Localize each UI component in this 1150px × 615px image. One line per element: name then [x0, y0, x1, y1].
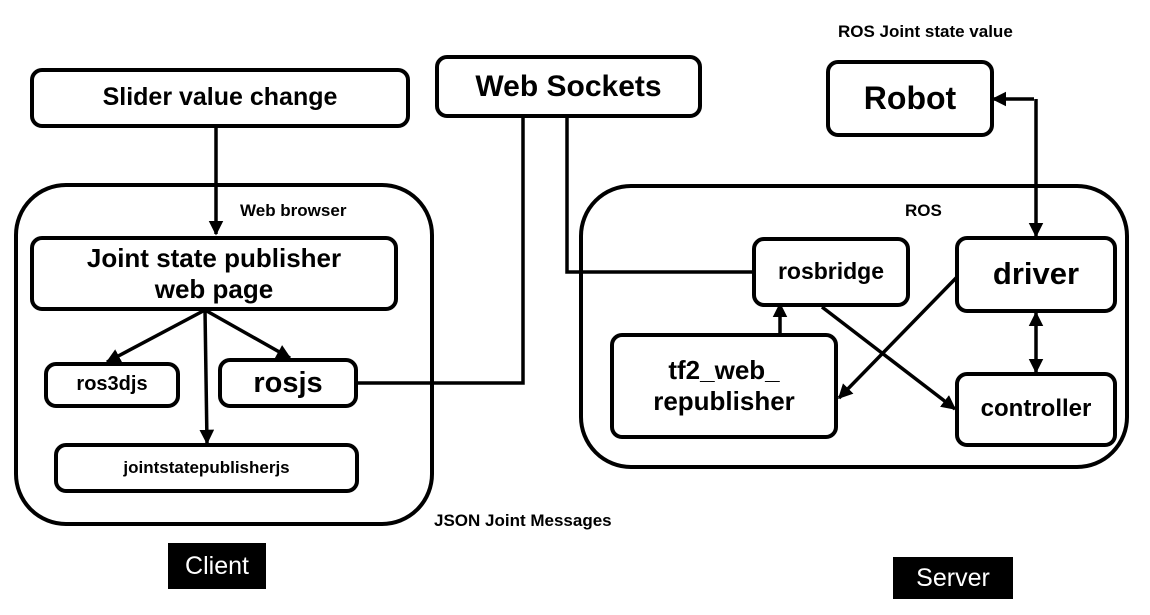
controller-box: controller — [955, 372, 1117, 447]
jointstatepublisherjs-box: jointstatepublisherjs — [54, 443, 359, 493]
ros-joint-state-value-label: ROS Joint state value — [838, 22, 1013, 41]
rosbridge-to-controller-arrow — [820, 305, 957, 411]
ros-label: ROS — [905, 201, 942, 220]
slider-value-change-box: Slider value change — [30, 68, 410, 128]
joint-state-publisher-web-page-box: Joint state publisher web page — [30, 236, 398, 311]
web-browser-region — [14, 183, 434, 526]
rosjs-to-websockets-line — [358, 117, 525, 385]
client-tag: Client — [168, 543, 266, 589]
ros3djs-box: ros3djs — [44, 362, 180, 408]
rosjs-box: rosjs — [218, 358, 358, 408]
ros-region — [579, 184, 1129, 469]
driver-to-tf2-arrow — [837, 275, 959, 400]
rosbridge-box: rosbridge — [752, 237, 910, 307]
driver-box: driver — [955, 236, 1117, 313]
web-browser-label: Web browser — [240, 201, 347, 220]
server-tag: Server — [893, 557, 1013, 599]
jsp-to-rosjs-arrow — [204, 308, 292, 360]
tf2-web-republisher-box: tf2_web_ republisher — [610, 333, 838, 439]
robot-box: Robot — [826, 60, 994, 137]
jsp-to-jointstatepublisherjs-arrow — [199, 309, 215, 445]
websockets-to-rosbridge-line — [565, 117, 753, 274]
web-sockets-box: Web Sockets — [435, 55, 702, 118]
jsp-to-ros3djs-arrow — [105, 308, 206, 364]
json-joint-messages-label: JSON Joint Messages — [434, 511, 612, 530]
